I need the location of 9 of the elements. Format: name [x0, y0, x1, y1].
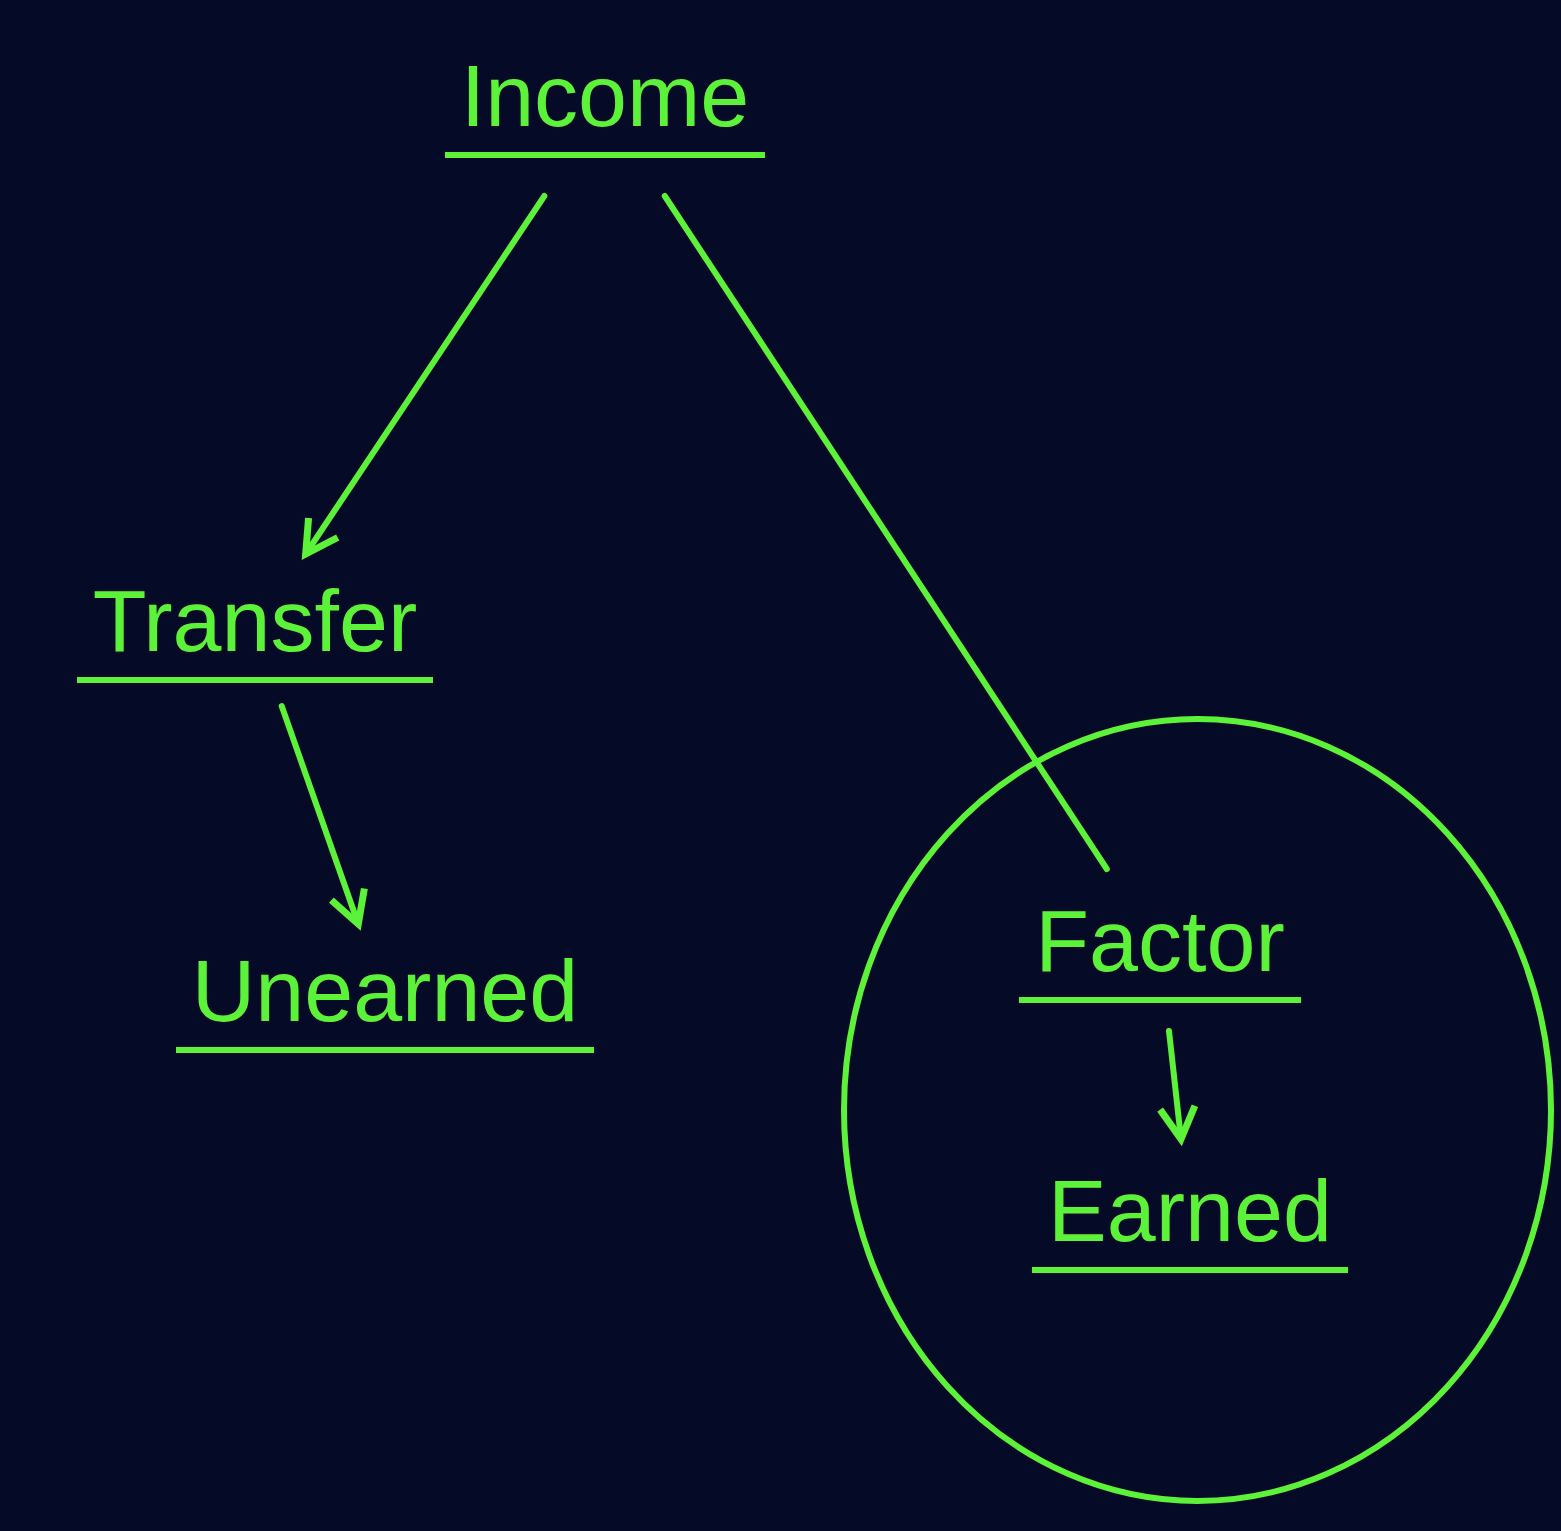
handwritten-label: Transfer [76, 577, 434, 683]
handwritten-label: Earned [1032, 1167, 1348, 1273]
connector-line [661, 193, 1110, 872]
arrow [278, 703, 368, 928]
handwritten-label: Income [444, 52, 766, 158]
arrow [1156, 1028, 1199, 1143]
handwritten-label: Factor [1019, 897, 1301, 1003]
arrow [302, 193, 548, 558]
handwritten-label: Unearned [175, 947, 595, 1053]
